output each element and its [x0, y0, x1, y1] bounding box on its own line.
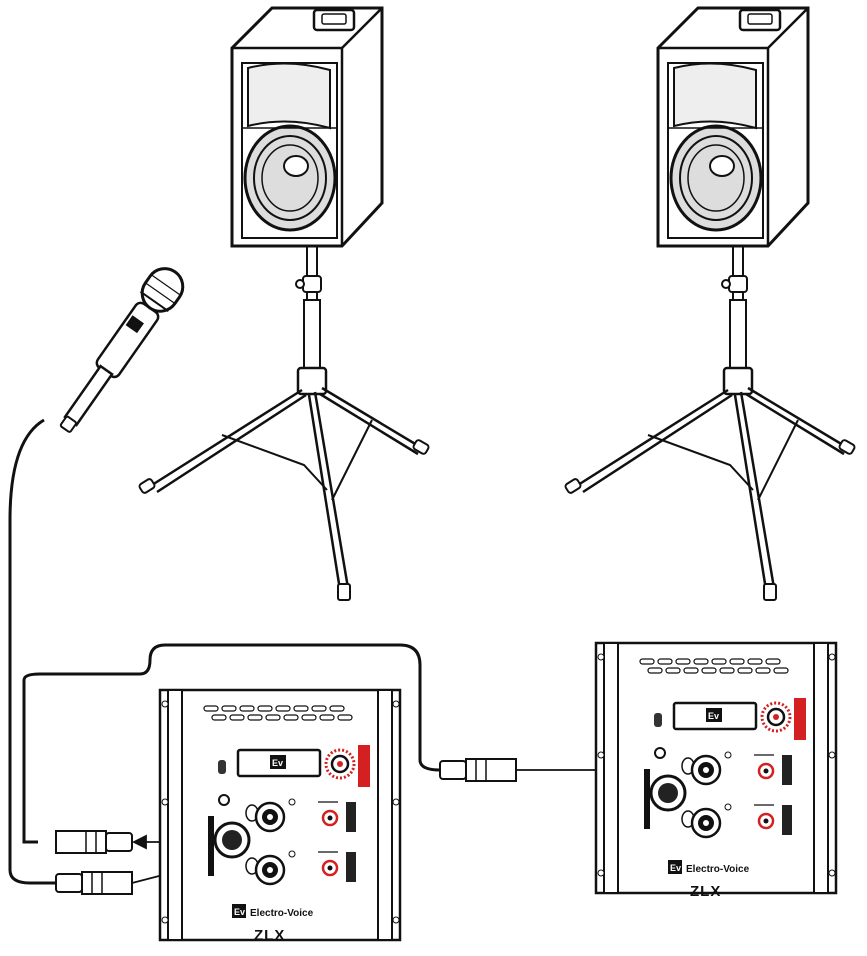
xlr-connector-icon — [55, 830, 133, 854]
speaker-icon — [230, 6, 384, 248]
svg-text:Ev: Ev — [234, 907, 245, 917]
tripod-stand-icon — [563, 238, 857, 602]
electro-voice-logo: Ev — [668, 860, 682, 874]
model-label: ZLX — [690, 883, 721, 900]
brand-label: Electro-Voice — [686, 864, 750, 875]
electro-voice-logo: Ev — [232, 904, 246, 918]
speaker-left — [137, 6, 431, 602]
brand-label: Electro-Voice — [250, 908, 314, 919]
speaker-right — [563, 6, 857, 602]
rear-panel-right: Ev Electro-Voice ZLX Ev — [594, 641, 838, 900]
xlr-connector-icon — [439, 758, 517, 782]
speaker-icon — [656, 6, 810, 248]
model-label: ZLX — [254, 927, 285, 944]
panel-logo-text: Ev — [272, 758, 283, 768]
xlr-connector-icon — [55, 871, 133, 895]
panel-logo-text: Ev — [708, 711, 719, 721]
cables — [8, 418, 441, 885]
rear-panel-left: Ev Electro-Voice ZLX Ev — [158, 688, 402, 944]
svg-text:Ev: Ev — [670, 863, 681, 873]
microphone-icon — [59, 267, 185, 433]
